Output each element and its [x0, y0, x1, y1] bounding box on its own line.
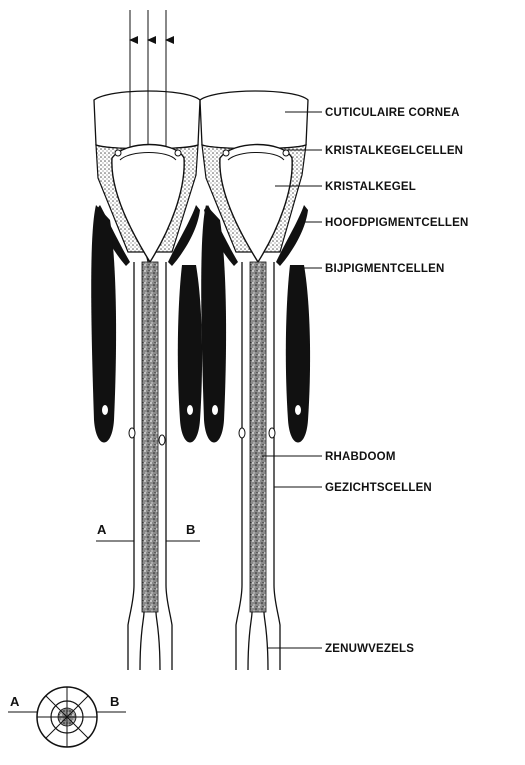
label-gezichtscellen: GEZICHTSCELLEN	[325, 482, 432, 494]
label-zenuwvezels: ZENUWVEZELS	[325, 643, 414, 655]
label-kristalkegelcellen: KRISTALKEGELCELLEN	[325, 145, 463, 157]
left-rhabdom	[142, 262, 158, 612]
left-cornea	[94, 91, 200, 149]
right-ommatidium	[200, 91, 310, 670]
detail-label-a: A	[10, 694, 20, 709]
label-cuticulaire-cornea: CUTICULAIRE CORNEA	[325, 107, 460, 119]
right-cornea	[200, 91, 308, 149]
label-hoofdpigmentcellen: HOOFDPIGMENTCELLEN	[325, 217, 469, 229]
left-ommatidium	[91, 91, 202, 670]
section-label-b: B	[186, 522, 195, 537]
detail-label-b: B	[110, 694, 119, 709]
label-bijpigmentcellen: BIJPIGMENTCELLEN	[325, 263, 445, 275]
right-rhabdom	[250, 262, 266, 612]
left-secondary-pigment-r	[178, 265, 202, 443]
section-label-a: A	[97, 522, 107, 537]
label-kristalkegel: KRISTALKEGEL	[325, 181, 416, 193]
label-rhabdoom: RHABDOOM	[325, 451, 396, 463]
right-secondary-pigment-r	[286, 265, 310, 443]
cross-section-detail: A B	[8, 687, 126, 747]
